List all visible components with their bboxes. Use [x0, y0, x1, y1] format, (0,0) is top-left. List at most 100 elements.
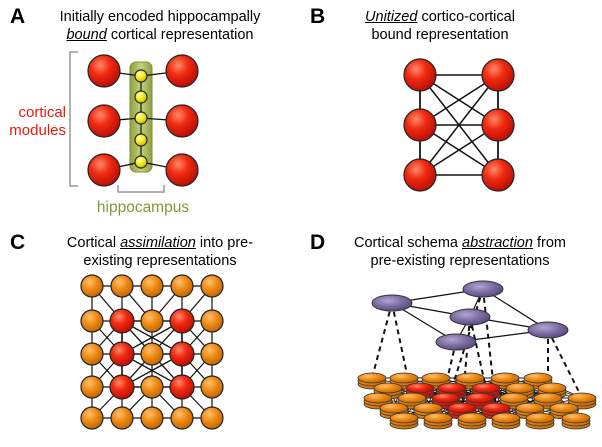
existing-node [80, 274, 104, 298]
node-layer [80, 54, 597, 430]
hippocampus-label: hippocampus [96, 199, 190, 216]
existing-node [110, 274, 134, 298]
panel-letter-c: C [10, 231, 26, 254]
cortical-node [165, 153, 199, 187]
existing-node [140, 309, 164, 333]
schema-node [371, 294, 413, 312]
existing-disc [561, 412, 591, 424]
existing-node [170, 406, 194, 430]
caption-b-line1-rest: cortico-cortical [417, 9, 515, 25]
cortical-node [481, 58, 515, 92]
existing-disc [397, 392, 427, 404]
existing-disc [389, 372, 419, 384]
caption-b: Unitized cortico-cortical bound represen… [340, 8, 540, 44]
existing-node [140, 406, 164, 430]
existing-disc [505, 382, 535, 394]
schema-node [449, 308, 491, 326]
caption-b-line2: bound representation [371, 27, 509, 43]
caption-d-line1: Cortical schema abstraction from [330, 234, 590, 252]
existing-node [80, 375, 104, 399]
cortical-node [109, 374, 135, 400]
existing-disc [533, 392, 563, 404]
existing-node [200, 406, 224, 430]
existing-node [140, 375, 164, 399]
cortical-disc [465, 392, 495, 404]
existing-node [80, 342, 104, 366]
existing-node [200, 309, 224, 333]
existing-node [200, 375, 224, 399]
caption-d-emphasis: abstraction [462, 235, 533, 251]
schema-node [435, 333, 477, 351]
caption-a-emphasis: bound [66, 27, 107, 43]
existing-disc [455, 372, 485, 384]
existing-disc [363, 392, 393, 404]
existing-disc [549, 402, 579, 414]
caption-a: Initially encoded hippocampally bound co… [40, 8, 280, 44]
existing-disc [490, 372, 520, 384]
existing-disc [491, 412, 521, 424]
cortical-node [109, 341, 135, 367]
cortical-node [169, 341, 195, 367]
cortical-node [87, 104, 121, 138]
cortical-node [403, 108, 437, 142]
cortical-node [109, 308, 135, 334]
existing-node [110, 406, 134, 430]
caption-d-line1-rest: from [532, 235, 566, 251]
existing-disc [499, 392, 529, 404]
hippocampus-bracket [117, 185, 165, 193]
caption-d: Cortical schema abstraction from pre-exi… [330, 234, 590, 270]
existing-disc [537, 382, 567, 394]
existing-disc [423, 412, 453, 424]
schema-projection-edge [391, 302, 413, 399]
existing-disc [457, 412, 487, 424]
existing-disc [389, 412, 419, 424]
existing-node [200, 274, 224, 298]
cortical-node [165, 54, 199, 88]
cortical-bracket [69, 51, 78, 187]
caption-a-line2: bound cortical representation [40, 26, 280, 44]
caption-b-line1: Unitized cortico-cortical [340, 8, 540, 26]
hippocampal-node [134, 69, 148, 83]
cortical-disc [471, 382, 501, 394]
existing-node [80, 406, 104, 430]
schema-projection-edge [547, 329, 583, 399]
caption-a-line1: Initially encoded hippocampally [59, 9, 261, 25]
existing-disc [357, 372, 387, 384]
hippocampal-node [134, 111, 148, 125]
schema-node [462, 280, 504, 298]
caption-b-emphasis: Unitized [365, 9, 418, 25]
cortical-disc [437, 382, 467, 394]
cortical-node [169, 374, 195, 400]
caption-c-emphasis: assimilation [120, 235, 196, 251]
hippocampal-node [134, 155, 148, 169]
caption-a-line2-rest: cortical representation [106, 27, 254, 43]
existing-disc [373, 382, 403, 394]
existing-disc [515, 402, 545, 414]
existing-disc [567, 392, 597, 404]
hippocampal-node [134, 90, 148, 104]
caption-c: Cortical assimilation into pre- existing… [40, 234, 280, 270]
caption-c-line1-rest: into pre- [195, 235, 254, 251]
cortical-disc [405, 382, 435, 394]
caption-d-line1-pre: Cortical schema [354, 235, 462, 251]
existing-node [170, 274, 194, 298]
cortical-node [403, 58, 437, 92]
existing-node [80, 309, 104, 333]
cortical-modules-label: cortical modules [2, 104, 66, 140]
schema-projection-edge [469, 316, 487, 389]
existing-node [200, 342, 224, 366]
caption-c-line1-pre: Cortical [66, 235, 121, 251]
cortical-disc [447, 402, 477, 414]
caption-c-line1: Cortical assimilation into pre- [40, 234, 280, 252]
cortical-disc [431, 392, 461, 404]
cortical-node [169, 308, 195, 334]
existing-disc [379, 402, 409, 414]
hippocampal-node [134, 133, 148, 147]
existing-disc [413, 402, 443, 414]
cortical-node [87, 54, 121, 88]
existing-node [140, 342, 164, 366]
schema-projection-edge [371, 302, 393, 379]
cortical-node [165, 104, 199, 138]
cortical-node [481, 108, 515, 142]
cortical-node [87, 153, 121, 187]
